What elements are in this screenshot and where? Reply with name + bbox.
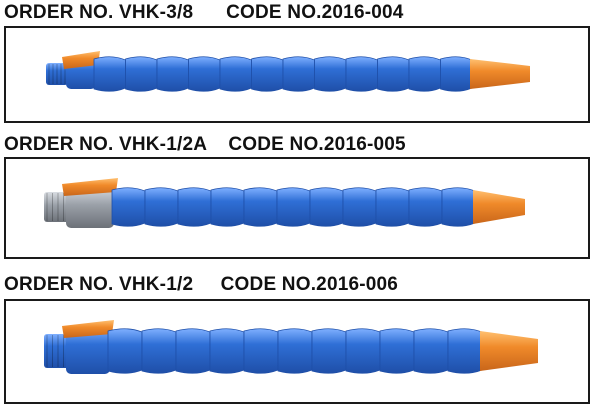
code-number-3: CODE NO.2016-006 xyxy=(220,274,399,295)
nozzle-tip xyxy=(470,59,530,89)
hose-segment xyxy=(251,56,284,92)
hose-segment xyxy=(111,187,146,227)
hose-segment xyxy=(243,187,278,227)
product-heading-1: ORDER NO. VHK-3/8 CODE NO.2016-004 xyxy=(4,2,404,24)
valve-handle xyxy=(62,178,118,196)
product-frame-1 xyxy=(4,26,590,123)
code-number-1: CODE NO.2016-004 xyxy=(226,2,404,23)
hose-segment xyxy=(342,187,377,227)
hose-segment xyxy=(345,328,381,374)
hose-segment xyxy=(210,187,245,227)
hose-segment xyxy=(314,56,347,92)
hose-segment xyxy=(277,328,313,374)
coolant-hose-vhk-1-2 xyxy=(44,320,538,374)
nozzle-tip xyxy=(473,190,525,224)
hose-segment xyxy=(447,328,483,374)
order-number-3: ORDER NO. VHK-1/2 xyxy=(4,274,194,295)
valve-handle xyxy=(62,320,114,338)
hose-segment xyxy=(375,187,410,227)
hose-segment xyxy=(107,328,143,374)
hose-segment xyxy=(175,328,211,374)
code-number-2: CODE NO.2016-005 xyxy=(228,134,406,155)
hose-segment xyxy=(311,328,347,374)
hose-segment xyxy=(377,56,410,92)
threaded-fitting xyxy=(44,192,72,222)
hose-segment xyxy=(379,328,415,374)
hose-segment xyxy=(141,328,177,374)
hose-segment xyxy=(219,56,252,92)
nozzle-tip xyxy=(480,331,538,371)
hose-segment xyxy=(440,56,473,92)
hose-segment xyxy=(144,187,179,227)
hose-segment xyxy=(209,328,245,374)
hose-segment xyxy=(408,56,441,92)
coolant-hose-vhk-1-2a xyxy=(44,178,525,228)
valve-body xyxy=(66,328,110,374)
hose-segment xyxy=(408,187,443,227)
product-heading-2: ORDER NO. VHK-1/2A CODE NO.2016-005 xyxy=(4,134,406,156)
valve-body xyxy=(66,186,114,228)
hose-segment xyxy=(188,56,221,92)
hose-segment xyxy=(441,187,476,227)
valve-handle xyxy=(62,51,100,69)
threaded-fitting xyxy=(44,334,72,368)
order-number-1: ORDER NO. VHK-3/8 xyxy=(4,2,194,23)
hose-segment xyxy=(345,56,378,92)
coolant-hose-vhk-3-8 xyxy=(46,51,530,92)
hose-segment xyxy=(93,56,126,92)
order-number-2: ORDER NO. VHK-1/2A xyxy=(4,134,207,155)
hose-segment xyxy=(309,187,344,227)
product-heading-3: ORDER NO. VHK-1/2 CODE NO.2016-006 xyxy=(4,274,398,296)
hose-segment xyxy=(177,187,212,227)
hose-segment xyxy=(243,328,279,374)
hose-segment xyxy=(125,56,158,92)
hose-segment xyxy=(156,56,189,92)
product-frame-3 xyxy=(4,299,590,404)
hose-segment xyxy=(413,328,449,374)
hose-segment xyxy=(276,187,311,227)
product-frame-2 xyxy=(4,157,590,259)
threaded-fitting xyxy=(46,63,68,85)
hose-segment xyxy=(282,56,315,92)
